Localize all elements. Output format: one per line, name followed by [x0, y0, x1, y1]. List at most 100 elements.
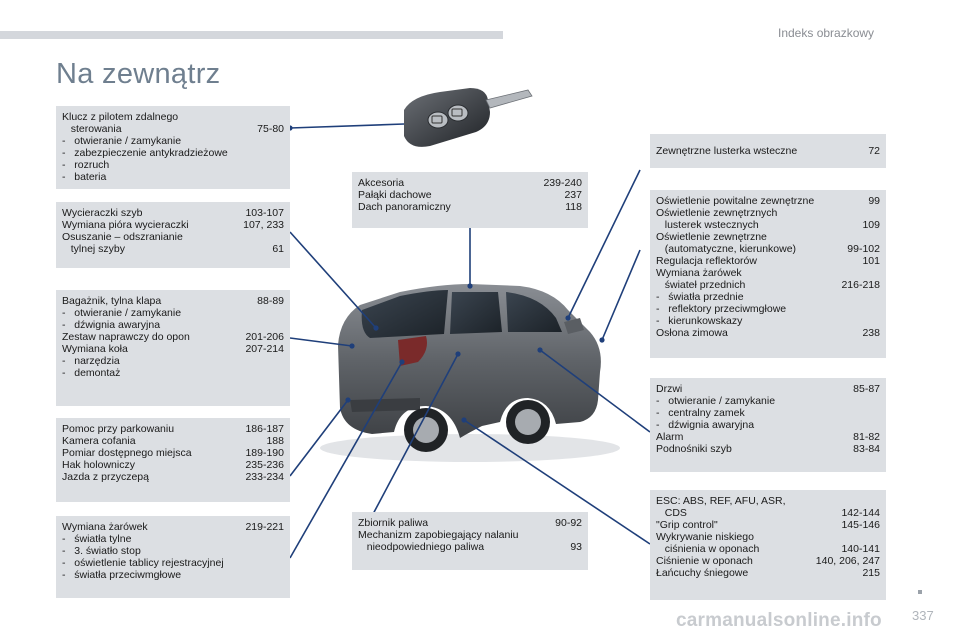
entry-text: Hak holowniczy: [62, 459, 135, 471]
entry-pages: 99: [868, 195, 880, 207]
entry-pages: 188: [266, 435, 284, 447]
entry-text: lusterek wstecznych: [656, 219, 759, 231]
entry-text: - otwieranie / zamykanie: [656, 395, 776, 407]
entry-text: Ciśnienie w oponach: [656, 555, 753, 567]
car-key-remote-icon: [404, 88, 533, 147]
page-title: Na zewnątrz: [56, 58, 221, 90]
car-illustration: [320, 284, 620, 462]
page-number: 337: [912, 608, 934, 623]
index-entry: - otwieranie / zamykanie: [656, 395, 880, 407]
entry-text: - bateria: [62, 171, 107, 183]
entry-text: Wymiana pióra wycieraczki: [62, 219, 189, 231]
entry-pages: 142-144: [841, 507, 880, 519]
entry-text: Zbiornik paliwa: [358, 517, 429, 529]
entry-text: Oświetlenie powitalne zewnętrzne: [656, 195, 815, 207]
index-entry: lusterek wstecznych 109: [656, 219, 880, 231]
index-entry: - narzędzia: [62, 355, 284, 367]
entry-pages: 83-84: [853, 443, 880, 455]
index-entry: - zabezpieczenie antykradzieżowe: [62, 147, 284, 159]
entry-pages: 201-206: [245, 331, 284, 343]
index-entry: Wymiana żarówek: [656, 267, 880, 279]
index-entry: - 3. światło stop: [62, 545, 284, 557]
entry-pages: 140, 206, 247: [815, 555, 880, 567]
entry-text: Drzwi: [656, 383, 683, 395]
index-entry: ciśnienia w oponach 140-141: [656, 543, 880, 555]
entry-text: ciśnienia w oponach: [656, 543, 760, 555]
entry-text: Alarm: [656, 431, 684, 443]
index-entry: Oświetlenie zewnętrznych: [656, 207, 880, 219]
watermark: carmanualsonline.info: [676, 610, 882, 631]
entry-text: Klucz z pilotem zdalnego: [62, 111, 179, 123]
entry-pages: 81-82: [853, 431, 880, 443]
entry-text: Wymiana żarówek: [62, 521, 148, 533]
entry-text: - otwieranie / zamykanie: [62, 307, 182, 319]
index-entry: CDS 142-144: [656, 507, 880, 519]
entry-text: Wymiana żarówek: [656, 267, 742, 279]
section-title: Indeks obrazkowy: [778, 26, 875, 40]
entry-text: Pałąki dachowe: [358, 189, 432, 201]
entry-pages: 140-141: [841, 543, 880, 555]
index-entry: - demontaż: [62, 367, 284, 379]
index-entry: Wykrywanie niskiego: [656, 531, 880, 543]
index-entry: - bateria: [62, 171, 284, 183]
entry-pages: 75-80: [257, 123, 284, 135]
entry-text: - kierunkowskazy: [656, 315, 743, 327]
entry-text: CDS: [656, 507, 687, 519]
index-entry: - światła tylne: [62, 533, 284, 545]
entry-pages: 109: [862, 219, 880, 231]
index-entry: ESC: ABS, REF, AFU, ASR,: [656, 495, 880, 507]
entry-text: (automatyczne, kierunkowe): [656, 243, 797, 255]
box-esc: ESC: ABS, REF, AFU, ASR, CDS 142-144 "Grip…: [650, 490, 886, 600]
entry-text: - zabezpieczenie antykradzieżowe: [62, 147, 228, 159]
entry-text: Jazda z przyczepą: [62, 471, 149, 483]
entry-pages: 85-87: [853, 383, 880, 395]
entry-pages: 90-92: [555, 517, 582, 529]
index-entry: (automatyczne, kierunkowe) 99-102: [656, 243, 880, 255]
entry-pages: 219-221: [245, 521, 284, 533]
entry-pages: 235-236: [245, 459, 284, 471]
index-entry: - dźwignia awaryjna: [656, 419, 880, 431]
entry-text: "Grip control": [656, 519, 718, 531]
entry-text: - rozruch: [62, 159, 110, 171]
entry-text: Łańcuchy śniegowe: [656, 567, 749, 579]
index-entry: - oświetlenie tablicy rejestracyjnej: [62, 557, 284, 569]
entry-text: - reflektory przeciwmgłowe: [656, 303, 787, 315]
entry-text: Oświetlenie zewnętrznych: [656, 207, 778, 219]
entry-pages: 233-234: [245, 471, 284, 483]
index-entry: Osuszanie – odszranianie: [62, 231, 284, 243]
entry-pages: 237: [564, 189, 582, 201]
entry-text: - dźwignia awaryjna: [656, 419, 755, 431]
index-entry: Pałąki dachowe 237: [358, 189, 582, 201]
index-entry: Ciśnienie w oponach 140, 206, 247: [656, 555, 880, 567]
entry-pages: 145-146: [841, 519, 880, 531]
entry-pages: 61: [272, 243, 284, 255]
entry-text: - demontaż: [62, 367, 121, 379]
box-rear-bulbs: Wymiana żarówek 219-221- światła tylne- 3…: [56, 516, 290, 598]
index-entry: Oświetlenie powitalne zewnętrzne 99: [656, 195, 880, 207]
entry-pages: 238: [862, 327, 880, 339]
entry-pages: 99-102: [847, 243, 880, 255]
index-entry: Łańcuchy śniegowe 215: [656, 567, 880, 579]
entry-pages: 216-218: [841, 279, 880, 291]
index-entry: Mechanizm zapobiegający nalaniu: [358, 529, 582, 541]
entry-text: - dźwignia awaryjna: [62, 319, 161, 331]
index-entry: - kierunkowskazy: [656, 315, 880, 327]
entry-pages: 215: [862, 567, 880, 579]
entry-text: - światła przeciwmgłowe: [62, 569, 182, 581]
entry-text: ESC: ABS, REF, AFU, ASR,: [656, 495, 786, 507]
entry-text: - światła przednie: [656, 291, 744, 303]
